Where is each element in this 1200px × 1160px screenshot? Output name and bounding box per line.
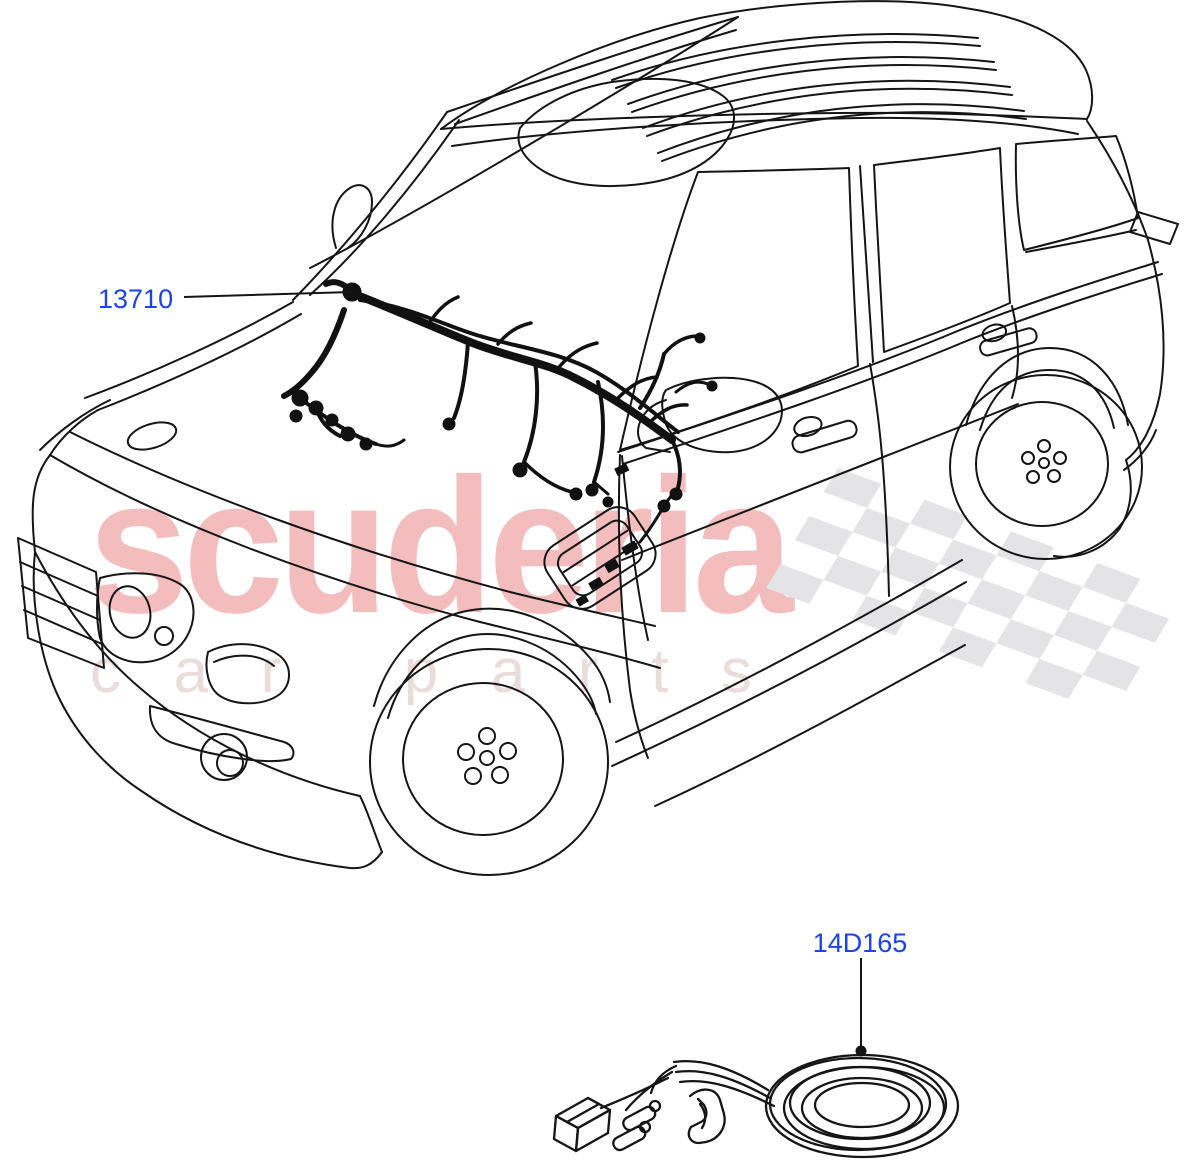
- leader-dot-14D165: [855, 1045, 867, 1057]
- strap-clip: [687, 1088, 726, 1145]
- headlamp: [96, 572, 195, 664]
- roof: [440, 0, 1094, 188]
- rear-wheel: [949, 347, 1143, 560]
- rear-door-handle: [979, 323, 1038, 357]
- callouts: 13710 14D165: [98, 284, 907, 1057]
- fender-vent: [543, 506, 657, 610]
- front-fascia: [17, 454, 383, 870]
- part-number-13710[interactable]: 13710: [98, 284, 173, 314]
- tail-lamp: [1129, 211, 1179, 245]
- barrel-terminals: [612, 1099, 662, 1152]
- body-side: [611, 261, 1163, 807]
- part-number-14D165[interactable]: 14D165: [813, 928, 908, 958]
- cable-coil: [764, 1053, 960, 1159]
- front-door-handle: [791, 415, 858, 454]
- rear-door-window: [873, 147, 1011, 353]
- side-windows: [619, 120, 1149, 451]
- callout-13710[interactable]: 13710: [98, 284, 353, 314]
- front-wheel: [369, 607, 611, 876]
- front-door-window: [619, 167, 859, 451]
- leader-line-13710: [183, 291, 353, 298]
- main-wiring-harness-13710: [281, 279, 718, 607]
- sunroof: [517, 77, 736, 188]
- checkered-flag-watermark: [765, 468, 1170, 699]
- windshield: [84, 16, 739, 411]
- indicator-lamp: [205, 643, 290, 705]
- rear-end: [1025, 211, 1179, 558]
- box-connector: [552, 1096, 612, 1153]
- far-mirror: [331, 184, 373, 249]
- quarter-window: [1014, 135, 1139, 251]
- vehicle-line-art: [17, 0, 1179, 876]
- watermark-brand-text: scuderia: [88, 438, 795, 653]
- cable-kit-14D165: [552, 1053, 960, 1159]
- side-marker-lamp: [126, 421, 178, 451]
- hood: [39, 399, 661, 669]
- lower-grille: [148, 705, 295, 762]
- callout-14D165[interactable]: 14D165: [813, 928, 908, 1057]
- fog-lamp: [200, 733, 248, 781]
